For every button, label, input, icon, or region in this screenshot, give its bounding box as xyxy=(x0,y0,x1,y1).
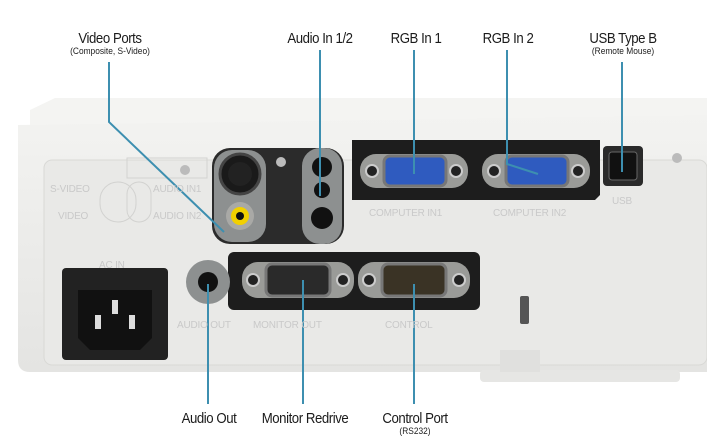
projector-foot xyxy=(480,370,680,382)
stamp-video: VIDEO xyxy=(58,211,89,222)
screw xyxy=(180,165,190,175)
leader-rgb-in-2 xyxy=(506,50,539,175)
callout-usb-type-b: USB Type B (Remote Mouse) xyxy=(585,31,661,57)
stamp-audio-out: AUDIO OUT xyxy=(177,320,231,331)
callout-audio-in: Audio In 1/2 xyxy=(283,31,357,47)
stamp-audio-in1: AUDIO IN1 xyxy=(153,184,202,195)
callout-monitor-redrive: Monitor Redrive xyxy=(256,411,354,427)
callout-label: Audio In 1/2 xyxy=(287,30,353,47)
stamp-computer-in2: COMPUTER IN2 xyxy=(493,208,567,219)
audio-in-1-jack xyxy=(312,157,332,177)
screw xyxy=(672,153,682,163)
stamp-s-video: S-VIDEO xyxy=(50,184,90,195)
callout-label: Monitor Redrive xyxy=(261,410,349,427)
vga-port-computer-in2 xyxy=(504,154,570,188)
stamp-usb: USB xyxy=(612,196,632,207)
audio-in-2-jack xyxy=(314,182,330,198)
callout-label: Control Port xyxy=(382,410,448,427)
callout-audio-out: Audio Out xyxy=(178,411,240,427)
callout-label: USB Type B xyxy=(589,30,657,47)
stamp-control: CONTROL xyxy=(385,320,433,331)
stamp-ac-in: AC IN xyxy=(99,260,125,271)
callout-video-ports: Video Ports (Composite, S-Video) xyxy=(65,31,156,57)
stamp-audio-in2: AUDIO IN2 xyxy=(153,211,202,222)
callout-label: RGB In 1 xyxy=(390,30,442,47)
callout-sublabel: (RS232) xyxy=(399,426,431,437)
stamp-computer-in1: COMPUTER IN1 xyxy=(369,208,443,219)
callout-label: Video Ports xyxy=(78,30,142,47)
kensington-slot xyxy=(520,296,529,324)
foot-pad xyxy=(500,350,540,372)
callout-sublabel: (Composite, S-Video) xyxy=(70,46,150,57)
callout-label: RGB In 2 xyxy=(482,30,534,47)
callout-sublabel: (Remote Mouse) xyxy=(591,46,655,57)
callout-rgb-in-2: RGB In 2 xyxy=(479,31,537,47)
audio-in-3-jack xyxy=(311,207,333,229)
callout-rgb-in-1: RGB In 1 xyxy=(387,31,445,47)
stamp-monitor-out: MONITOR OUT xyxy=(253,320,322,331)
screw xyxy=(276,157,286,167)
leader-video-ports xyxy=(108,62,225,233)
callout-label: Audio Out xyxy=(181,410,237,427)
vga-port-monitor-out xyxy=(264,262,332,298)
callout-control-port: Control Port (RS232) xyxy=(378,411,452,437)
